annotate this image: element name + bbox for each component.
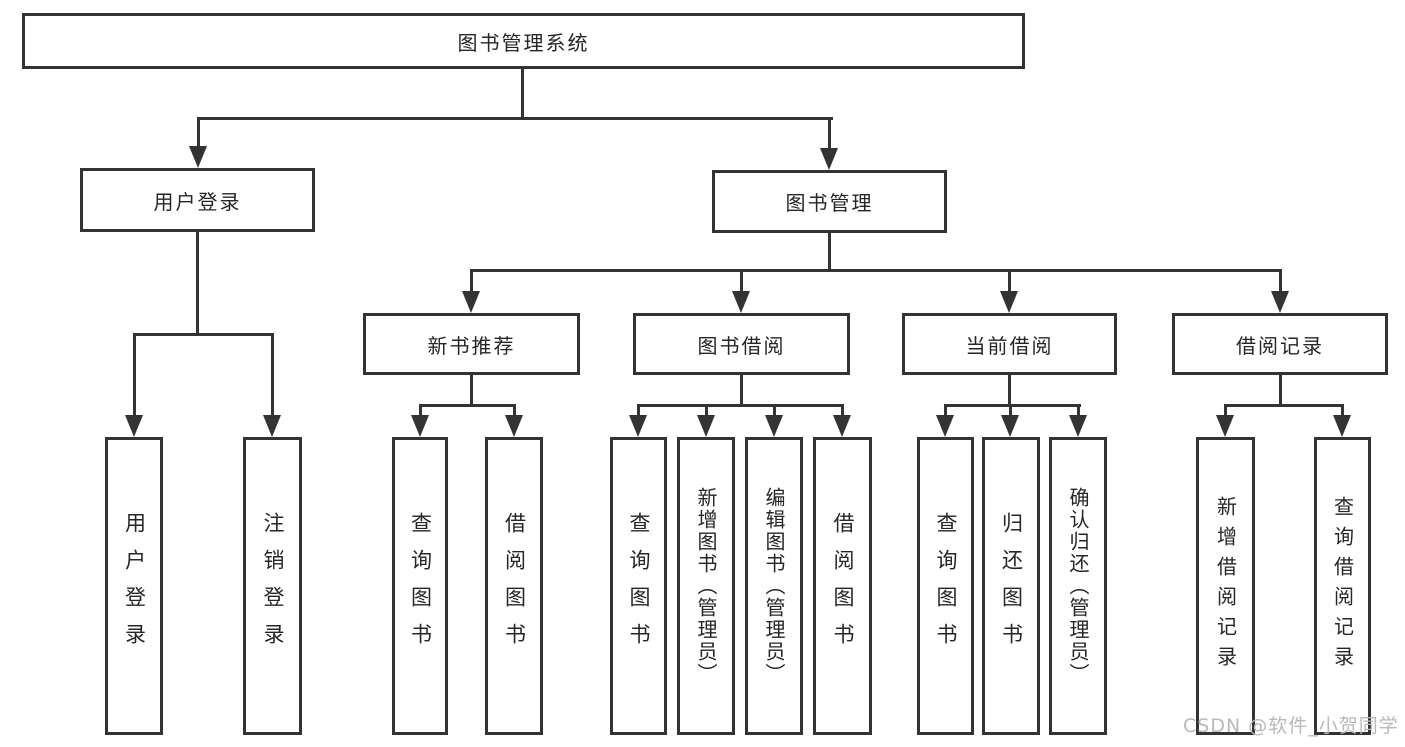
- leaf-query-books-recommend-label: 查询图书: [408, 512, 433, 660]
- node-current-borrow-label: 当前借阅: [965, 333, 1054, 358]
- connector-books-hline: [470, 269, 1282, 272]
- node-book-management-label: 图书管理: [785, 191, 874, 215]
- connector-drop-confirm-c: [1077, 404, 1080, 417]
- arrowhead-return-c: [1001, 415, 1019, 437]
- connector-recommend-stem: [470, 375, 473, 407]
- arrowhead-records: [1271, 291, 1289, 313]
- node-library-system-label: 图书管理系统: [457, 30, 590, 55]
- arrowhead-query-r: [411, 415, 429, 437]
- connector-records-stem: [1279, 375, 1282, 407]
- connector-drop-recommend: [470, 269, 473, 297]
- leaf-add-borrow-record-label: 新增借阅记录: [1213, 496, 1238, 676]
- arrowhead-edit-b: [765, 415, 783, 437]
- connector-drop-add-b: [705, 404, 708, 417]
- connector-drop-query-rec: [1341, 404, 1344, 417]
- arrowhead-logout-leaf: [263, 415, 281, 437]
- connector-drop-query-c: [944, 404, 947, 417]
- leaf-borrow-books: 借阅图书: [813, 437, 872, 735]
- leaf-user-login: 用户登录: [105, 437, 163, 735]
- leaf-query-books-current-label: 查询图书: [934, 512, 958, 660]
- arrowhead-query-c: [936, 415, 954, 437]
- connector-drop-book-management: [828, 117, 831, 152]
- leaf-return-books: 归还图书: [982, 437, 1040, 735]
- connector-books-stem: [828, 233, 831, 272]
- node-book-borrow-label: 图书借阅: [697, 333, 786, 358]
- arrowhead-borrow-b: [833, 415, 851, 437]
- connector-drop-borrow-r: [513, 404, 516, 417]
- node-library-system: 图书管理系统: [22, 13, 1025, 69]
- leaf-add-books-admin-label: 新增图书（管理员）: [694, 487, 718, 685]
- node-current-borrow: 当前借阅: [902, 313, 1117, 375]
- arrowhead-login-leaf: [125, 415, 143, 437]
- connector-borrow-hline: [637, 404, 844, 407]
- leaf-edit-books-admin-label: 编辑图书（管理员）: [762, 487, 786, 685]
- connector-drop-login-leaf: [133, 333, 136, 417]
- leaf-query-books-borrow-label: 查询图书: [627, 512, 651, 660]
- leaf-query-borrow-record-label: 查询借阅记录: [1330, 496, 1355, 676]
- connector-login-hline: [133, 333, 274, 336]
- leaf-logout-label: 注销登录: [261, 512, 285, 660]
- node-borrow-records-label: 借阅记录: [1236, 333, 1324, 358]
- arrowhead-query-b: [629, 415, 647, 437]
- arrowhead-current: [1000, 291, 1018, 313]
- arrowhead-book-management: [820, 148, 838, 170]
- connector-drop-query-r: [419, 404, 422, 417]
- leaf-confirm-return-admin: 确认归还（管理员）: [1049, 437, 1107, 735]
- connector-drop-borrow-b: [841, 404, 844, 417]
- connector-drop-return-c: [1009, 404, 1012, 417]
- connector-login-stem: [196, 232, 199, 336]
- leaf-return-books-label: 归还图书: [999, 512, 1024, 660]
- leaf-query-books-recommend: 查询图书: [392, 437, 448, 735]
- leaf-logout: 注销登录: [243, 437, 302, 735]
- connector-drop-records: [1279, 269, 1282, 297]
- leaf-edit-books-admin: 编辑图书（管理员）: [745, 437, 803, 735]
- connector-recommend-hline: [419, 404, 516, 407]
- connector-current-stem: [1008, 375, 1011, 407]
- leaf-borrow-books-recommend-label: 借阅图书: [502, 512, 527, 660]
- node-book-borrow: 图书借阅: [633, 313, 850, 375]
- connector-drop-add-rec: [1224, 404, 1227, 417]
- leaf-add-borrow-record: 新增借阅记录: [1196, 437, 1255, 735]
- leaf-query-books-borrow: 查询图书: [610, 437, 667, 735]
- leaf-borrow-books-recommend: 借阅图书: [485, 437, 543, 735]
- connector-drop-borrow: [740, 269, 743, 297]
- arrowhead-borrow: [732, 291, 750, 313]
- node-book-management: 图书管理: [712, 170, 947, 233]
- arrowhead-add-b: [697, 415, 715, 437]
- connector-drop-logout-leaf: [271, 333, 274, 417]
- arrowhead-confirm-c: [1069, 415, 1087, 437]
- node-user-login: 用户登录: [80, 168, 315, 232]
- node-user-login-label: 用户登录: [153, 189, 242, 214]
- connector-drop-current: [1008, 269, 1011, 297]
- leaf-borrow-books-label: 借阅图书: [831, 512, 855, 660]
- csdn-watermark: CSDN @软件_小贺同学: [1183, 715, 1399, 737]
- leaf-confirm-return-admin-label: 确认归还（管理员）: [1066, 487, 1090, 685]
- leaf-query-books-current: 查询图书: [917, 437, 974, 735]
- connector-records-hline: [1224, 404, 1344, 407]
- connector-current-hline: [944, 404, 1081, 407]
- arrowhead-user-login: [189, 146, 207, 168]
- node-borrow-records: 借阅记录: [1172, 313, 1388, 375]
- connector-root-stem: [521, 68, 524, 120]
- connector-drop-user-login: [197, 117, 200, 150]
- arrowhead-borrow-r: [505, 415, 523, 437]
- arrowhead-add-rec: [1216, 415, 1234, 437]
- connector-borrow-stem: [740, 375, 743, 407]
- connector-drop-query-b: [637, 404, 640, 417]
- leaf-add-books-admin: 新增图书（管理员）: [677, 437, 735, 735]
- leaf-query-borrow-record: 查询借阅记录: [1314, 437, 1371, 735]
- node-new-book-recommend: 新书推荐: [363, 313, 580, 375]
- connector-root-hline: [197, 117, 833, 120]
- node-new-book-recommend-label: 新书推荐: [427, 333, 516, 358]
- arrowhead-recommend: [462, 291, 480, 313]
- leaf-user-login-label: 用户登录: [122, 512, 147, 660]
- connector-drop-edit-b: [773, 404, 776, 417]
- arrowhead-query-rec: [1333, 415, 1351, 437]
